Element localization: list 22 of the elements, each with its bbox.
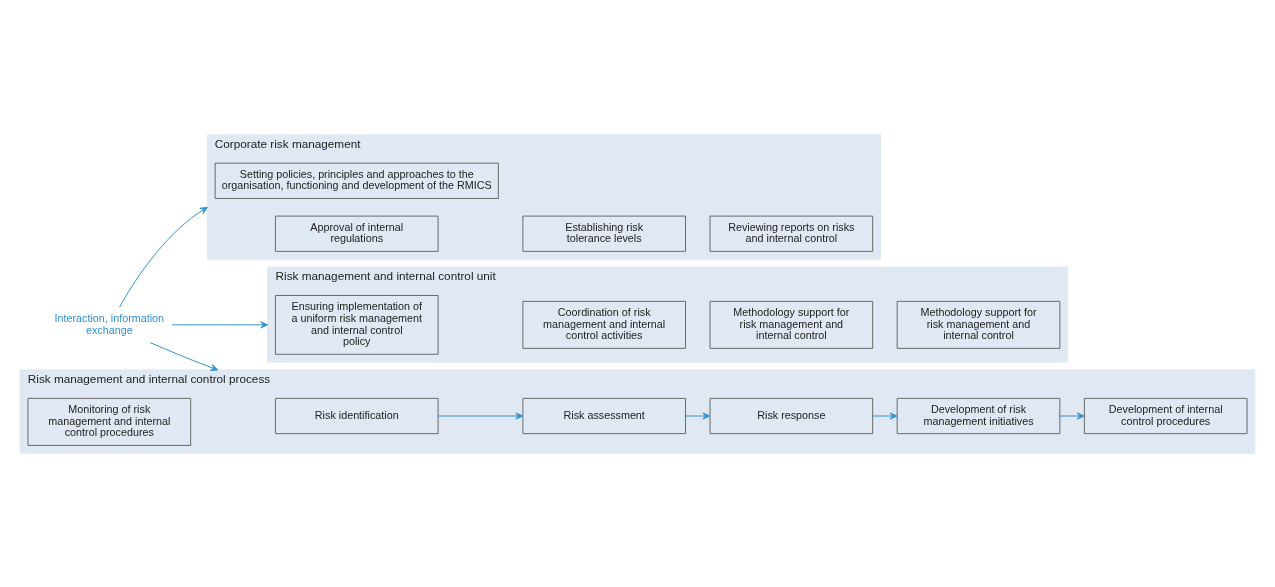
arrow <box>171 320 269 328</box>
node-box: Risk response <box>709 397 874 434</box>
arrow <box>685 411 711 420</box>
arrow <box>872 411 898 420</box>
arrow <box>437 411 524 420</box>
node-box: Establishing risk tolerance levels <box>522 215 686 252</box>
node-box: Setting policies, principles and approaches to the organisation, functioning and development of the RMICS <box>214 162 499 199</box>
node-box: Reviewing reports on risks and internal control <box>709 215 874 252</box>
node-box: Monitoring of risk management and internal control procedures <box>27 397 192 446</box>
node-text: Interaction, information exchange <box>54 311 165 335</box>
node-box: Ensuring implementation of a uniform risk management and internal control policy <box>274 294 439 355</box>
node-box: Development of risk management initiatives <box>896 397 1061 434</box>
node-box: Risk assessment <box>522 397 686 434</box>
node-box: Coordination of risk management and internal control activities <box>522 300 686 349</box>
arrow <box>1059 411 1085 420</box>
node-box: Development of internal control procedures <box>1083 397 1248 434</box>
arrow <box>119 206 208 308</box>
node-box: Risk identification <box>274 397 439 434</box>
node-box: Methodology support for risk management and internal control <box>896 300 1061 349</box>
node-box: Methodology support for risk management and internal control <box>709 300 874 349</box>
arrow <box>149 341 219 371</box>
node-box: Approval of internal regulations <box>274 215 439 252</box>
